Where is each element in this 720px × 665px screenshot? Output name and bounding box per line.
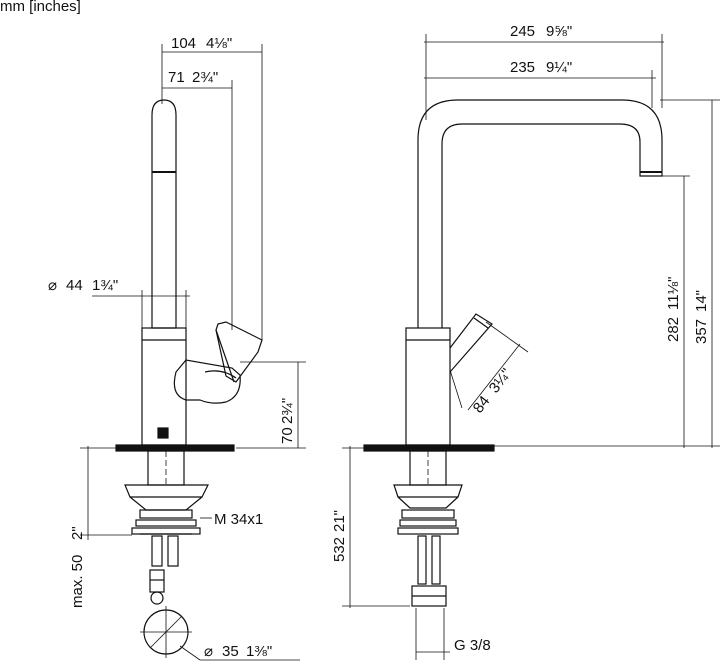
- front-hoses: [411, 535, 447, 607]
- dim-body-diameter: 44: [66, 277, 83, 294]
- side-mounting-nut: [124, 484, 209, 535]
- dim-spout-outer-inch: 9⅝": [546, 23, 572, 40]
- connection-label: G 3/8: [454, 637, 491, 654]
- side-view: [115, 99, 263, 658]
- front-spout: [417, 99, 663, 328]
- front-mounting-nut: [393, 484, 463, 535]
- side-dimension-lines: [80, 44, 306, 661]
- dim-width-overall: 104: [171, 35, 196, 52]
- dim-spout-outer: 245: [510, 23, 535, 40]
- dim-total-height-inch: 14": [693, 290, 710, 312]
- dim-max-thickness: max. 50: [69, 555, 86, 608]
- side-body: [141, 327, 187, 446]
- dim-lever-height-inch: 2¾": [279, 398, 296, 424]
- side-hole-circle: [140, 606, 192, 658]
- front-shank: [409, 450, 447, 486]
- diameter-symbol-44: ⌀: [48, 277, 57, 294]
- side-base-plate: [115, 444, 235, 452]
- side-hoses: [149, 535, 179, 605]
- dim-max-thickness-inch: 2": [69, 526, 86, 540]
- dim-width-overall-inch: 4⅛": [206, 35, 232, 52]
- dim-hole-diameter: 35: [222, 643, 239, 660]
- side-shank: [147, 450, 185, 486]
- dim-spout-reach: 235: [510, 59, 535, 76]
- side-dimension-texts: 104 4⅛" 71 2¾" ⌀ 44 1¾" 70 2¾" max. 50 2…: [48, 35, 296, 660]
- front-body: [405, 327, 451, 446]
- dim-spout-reach-inch: 9¼": [546, 59, 572, 76]
- diameter-symbol-35: ⌀: [204, 643, 213, 660]
- dim-lever-height: 70: [279, 427, 296, 444]
- dim-lever-offset-inch: 2¾": [192, 69, 218, 86]
- front-lever: [449, 313, 493, 373]
- dim-hose-length-inch: 21": [331, 510, 348, 532]
- dim-body-diameter-inch: 1¾": [92, 277, 118, 294]
- dim-hose-length: 532: [331, 537, 348, 562]
- dim-total-height: 357: [693, 319, 710, 344]
- front-dimension-lines: [342, 34, 720, 660]
- front-dimension-texts: 245 9⅝" 235 9¼" 282 11⅛" 357 14" 84 3¼" …: [331, 23, 710, 654]
- front-base-plate: [363, 444, 495, 452]
- dim-spout-height: 282: [665, 317, 682, 342]
- units-note: mm [inches]: [0, 0, 81, 15]
- dim-lever-length: 84: [470, 393, 494, 417]
- dim-spout-height-inch: 11⅛": [665, 277, 682, 310]
- dim-hole-diameter-inch: 1⅜": [246, 643, 272, 660]
- thread-label: M 34x1: [214, 511, 263, 528]
- side-lever: [173, 321, 263, 404]
- side-spout: [151, 99, 177, 329]
- dim-lever-offset: 71: [168, 69, 185, 86]
- dim-lever-length-inch: 3¼": [486, 365, 516, 396]
